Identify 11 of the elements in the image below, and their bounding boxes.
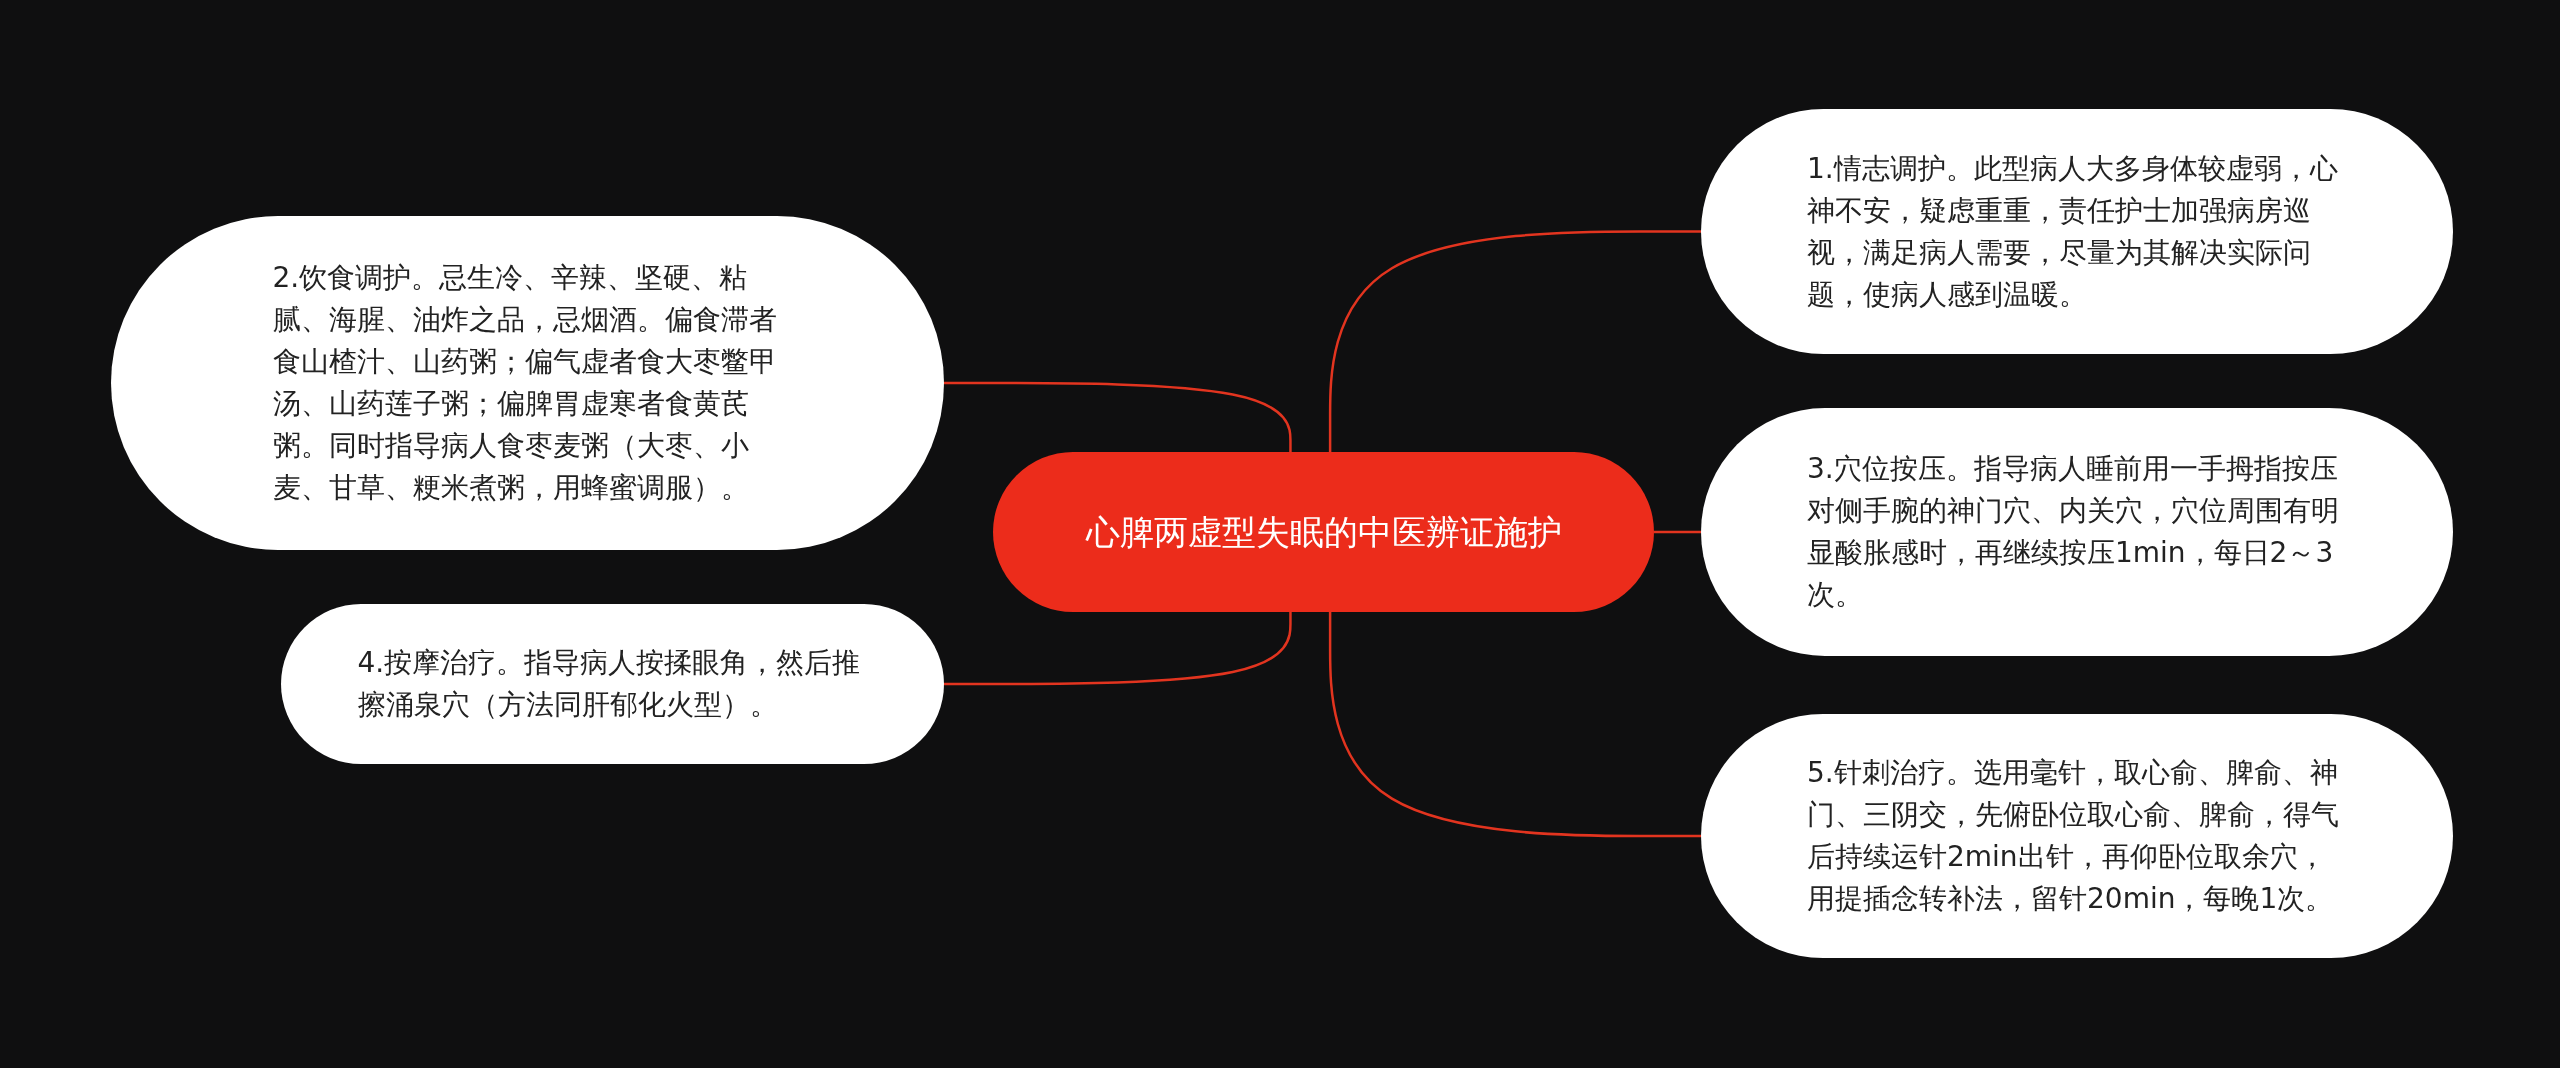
topic-title: 心脾两虚型失眠的中医辨证施护 xyxy=(1084,511,1563,554)
care-note-text: 2.饮食调护。忌生冷、辛辣、坚硬、粘腻、海腥、油炸之品，忌烟酒。偏食滞者食山楂汁、山药粥；偏气虚者食大枣鳖甲汤、山药莲子粥；偏脾胃虚寒者食黄芪粥。同时指导病人食枣麦粥（大枣、小麦、甘草、粳米煮粥，用蜂蜜调服）。 xyxy=(272,260,778,506)
care-note-text: 3.穴位按压。指导病人睡前用一手拇指按压对侧手腕的神门穴、内关穴，穴位周围有明显酸胀感时，再继续按压1min，每日2～3次。 xyxy=(1807,451,2340,613)
care-note-text: 4.按摩治疗。指导病人按揉眼角，然后推擦涌泉穴（方法同肝郁化火型）。 xyxy=(357,645,862,723)
connector-line xyxy=(1328,230,1701,452)
connector-line xyxy=(944,612,1292,686)
connector-line xyxy=(944,381,1292,452)
connector-line xyxy=(1654,530,1701,534)
connector-line xyxy=(1328,612,1701,838)
care-note-text: 5.针刺治疗。选用毫针，取心俞、脾俞、神门、三阴交，先俯卧位取心俞、脾俞，得气后持续运针2min出针，再仰卧位取余穴，用提插念转补法，留针20min，每晚1次。 xyxy=(1807,755,2340,917)
care-note-text: 1.情志调护。此型病人大多身体较虚弱，心神不安，疑虑重重，责任护士加强病房巡视，满足病人需要，尽量为其解决实际问题，使病人感到温暖。 xyxy=(1807,150,2339,313)
